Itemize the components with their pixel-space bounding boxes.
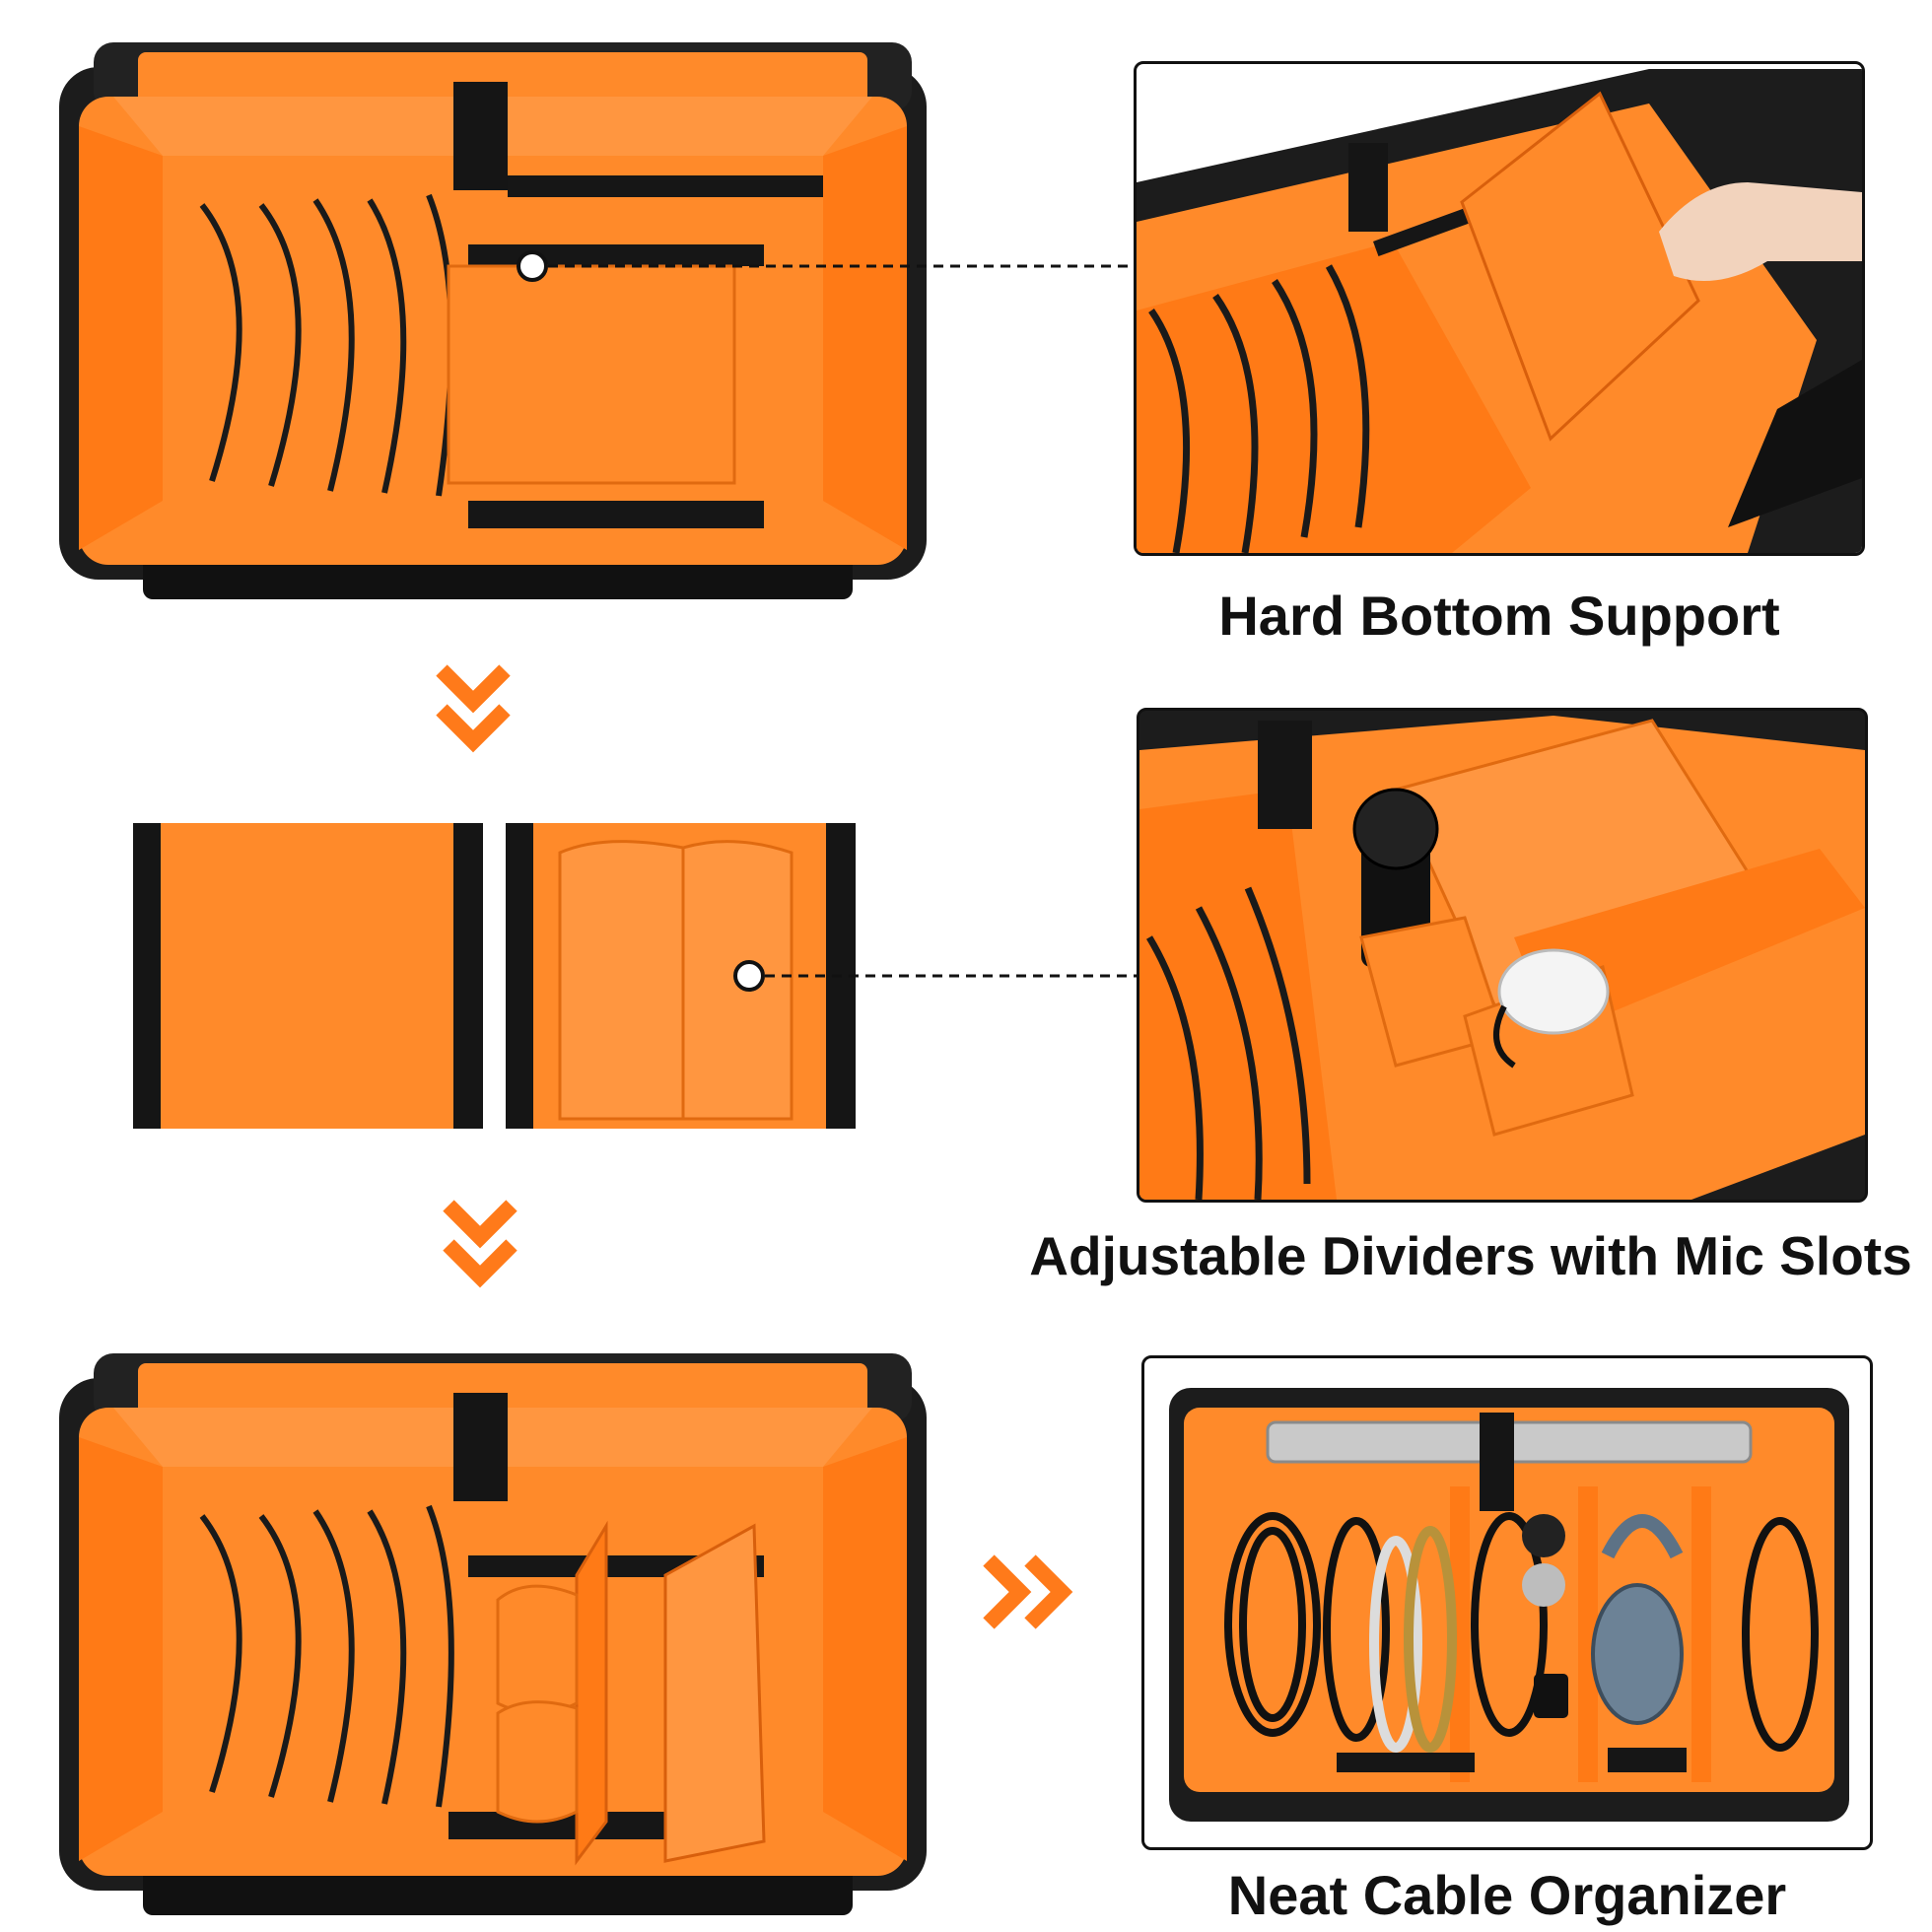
bag-empty-image: [54, 37, 932, 609]
flat-divider-panel: [133, 823, 483, 1129]
double-chevron-right-icon: [983, 1554, 1073, 1629]
double-chevron-down-icon: [443, 1200, 518, 1288]
hard-bottom-support-caption: Hard Bottom Support: [1218, 585, 1780, 647]
neat-cable-organizer-image: [1141, 1355, 1873, 1850]
adjustable-dividers-image: [1137, 708, 1868, 1203]
double-chevron-down-icon: [436, 664, 511, 753]
callout-dot-icon: [517, 250, 548, 282]
hard-bottom-support-image: [1134, 61, 1865, 556]
neat-cable-organizer-caption: Neat Cable Organizer: [1227, 1864, 1787, 1926]
callout-leader-line: [548, 264, 1139, 268]
adjustable-dividers-caption: Adjustable Dividers with Mic Slots: [1029, 1225, 1912, 1286]
bag-with-dividers-image: [54, 1348, 932, 1920]
callout-dot-icon: [733, 960, 765, 992]
